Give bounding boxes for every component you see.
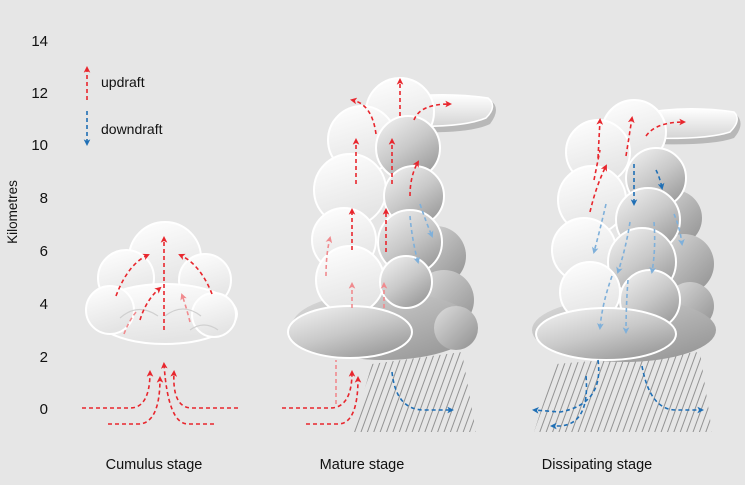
mature-ground-flows [282, 369, 455, 425]
legend-downdraft-label: downdraft [101, 121, 163, 137]
cumulus-stage: Cumulus stage [82, 221, 238, 473]
y-tick-8: 8 [40, 190, 48, 207]
cumulus-stage-label: Cumulus stage [106, 457, 203, 473]
dissipating-downdrafts [531, 164, 705, 430]
dissipating-cloud [535, 99, 687, 361]
dissipating-stage-label: Dissipating stage [542, 457, 652, 473]
y-tick-10: 10 [31, 137, 48, 154]
y-axis: Kilometres 14 12 10 8 6 4 2 0 [5, 33, 48, 418]
cumulus-cloud [85, 221, 238, 345]
y-tick-2: 2 [40, 349, 48, 366]
dissipating-updrafts [589, 116, 687, 213]
y-tick-4: 4 [40, 296, 48, 313]
mature-downdrafts [409, 203, 434, 264]
mature-updrafts [325, 77, 453, 404]
y-tick-14: 14 [31, 33, 48, 50]
mature-stage: Mature stage [282, 77, 496, 473]
legend: updraft downdraft [83, 65, 163, 147]
mature-rain [352, 352, 476, 432]
y-tick-0: 0 [40, 401, 48, 418]
legend-updraft-label: updraft [101, 74, 145, 90]
y-tick-12: 12 [31, 85, 48, 102]
cumulus-cloud-detail [119, 308, 219, 331]
mature-stage-label: Mature stage [320, 457, 405, 473]
dissipating-rain [534, 352, 712, 432]
cumulus-updrafts [115, 235, 213, 335]
y-axis-title: Kilometres [5, 180, 20, 244]
y-tick-6: 6 [40, 243, 48, 260]
dissipating-stage: Dissipating stage [531, 99, 741, 473]
cumulus-ground-inflow [82, 361, 238, 425]
